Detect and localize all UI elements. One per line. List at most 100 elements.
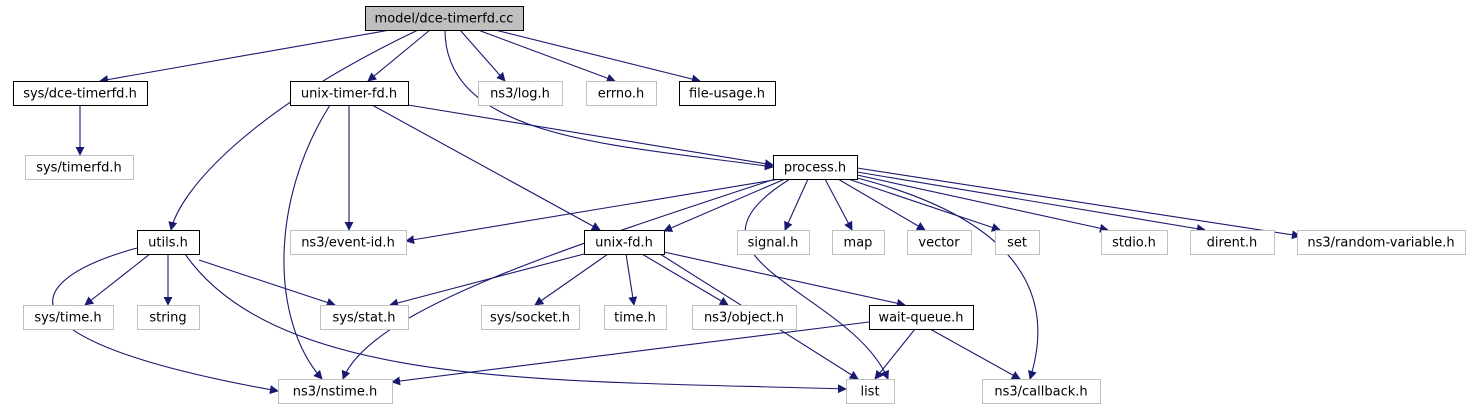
edge-root-to-unix-timer <box>367 29 431 82</box>
node-event-id: ns3/event-id.h <box>290 230 407 255</box>
node-nstime: ns3/nstime.h <box>278 379 393 404</box>
edge-unix-fd-to-sys-socket <box>534 253 609 306</box>
node-label: unix-timer-fd.h <box>301 87 397 102</box>
edge-unix-timer-to-process <box>407 104 774 169</box>
node-label: set <box>1007 236 1027 251</box>
node-errno: errno.h <box>586 81 657 106</box>
node-box <box>290 230 407 255</box>
edge-root-to-file-usage <box>494 29 701 84</box>
node-file-usage[interactable]: file-usage.h <box>679 81 776 106</box>
node-label: ns3/callback.h <box>994 385 1087 400</box>
node-label: sys/timerfd.h <box>36 161 122 176</box>
edge-root-to-utils <box>168 29 419 231</box>
node-signal: signal.h <box>737 230 810 255</box>
node-sys-time: sys/time.h <box>23 305 114 330</box>
edge-process-to-event-id <box>405 178 781 245</box>
node-unix-timer[interactable]: unix-timer-fd.h <box>290 81 409 106</box>
edge-process-to-map <box>824 178 853 231</box>
node-label: string <box>149 311 186 326</box>
edge-unix-timer-to-nstime <box>283 104 331 380</box>
node-string: string <box>137 305 200 330</box>
node-label: sys/stat.h <box>333 311 396 326</box>
node-box <box>1297 230 1466 255</box>
node-box <box>13 81 148 106</box>
node-label: vector <box>918 236 960 251</box>
edge-wait-queue-to-nstime <box>391 321 870 386</box>
edge-process-to-callback <box>856 177 1039 380</box>
node-callback: ns3/callback.h <box>982 379 1101 404</box>
node-label: errno.h <box>598 87 645 102</box>
node-unix-fd[interactable]: unix-fd.h <box>584 230 665 255</box>
edge-root-to-dce-timerfd <box>99 29 391 85</box>
node-timerfd: sys/timerfd.h <box>25 155 134 180</box>
edge-process-to-dirent <box>856 171 1206 234</box>
edge-process-to-stdio <box>856 174 1109 233</box>
node-box <box>869 305 974 330</box>
node-label: wait-queue.h <box>878 311 963 326</box>
edge-unix-timer-to-unix-fd <box>371 104 601 231</box>
edges-layer <box>52 29 1301 395</box>
edge-process-to-list <box>744 178 889 380</box>
node-box <box>481 305 580 330</box>
node-sys-stat: sys/stat.h <box>320 305 409 330</box>
node-random-var: ns3/random-variable.h <box>1297 230 1466 255</box>
node-box <box>278 379 393 404</box>
node-label: ns3/event-id.h <box>301 236 395 251</box>
node-box <box>137 230 200 255</box>
edge-unix-fd-to-sys-stat <box>389 253 585 308</box>
node-box <box>478 81 563 106</box>
node-box <box>692 305 797 330</box>
node-label: ns3/random-variable.h <box>1307 236 1454 251</box>
node-ns3-object: ns3/object.h <box>692 305 797 330</box>
node-label: map <box>844 236 873 251</box>
node-label: list <box>860 385 879 400</box>
node-label: stdio.h <box>1112 236 1156 251</box>
edge-root-to-errno <box>477 29 616 83</box>
node-vector: vector <box>907 230 972 255</box>
node-box <box>584 230 665 255</box>
edge-unix-fd-to-time <box>625 253 638 306</box>
node-box <box>737 230 810 255</box>
node-label: ns3/nstime.h <box>293 385 377 400</box>
node-box <box>1190 230 1275 255</box>
edge-unix-fd-to-wait-queue <box>663 251 906 308</box>
edge-process-to-nstime <box>341 178 776 380</box>
node-list: list <box>846 379 895 404</box>
edge-root-to-process <box>444 29 774 171</box>
edge-wait-queue-to-callback <box>929 328 1021 380</box>
node-set: set <box>995 230 1040 255</box>
node-label: dirent.h <box>1207 236 1258 251</box>
edge-process-to-random-var <box>856 167 1301 240</box>
edge-utils-to-sys-stat <box>198 259 336 307</box>
edge-process-to-set <box>847 178 1001 232</box>
node-dirent: dirent.h <box>1190 230 1275 255</box>
node-box <box>982 379 1101 404</box>
node-process[interactable]: process.h <box>773 155 858 180</box>
node-box <box>832 230 885 255</box>
node-box <box>365 6 524 31</box>
node-box <box>773 155 858 180</box>
node-box <box>23 305 114 330</box>
node-dce-timerfd[interactable]: sys/dce-timerfd.h <box>13 81 148 106</box>
node-root[interactable]: model/dce-timerfd.cc <box>365 6 524 31</box>
node-time: time.h <box>604 305 667 330</box>
node-utils[interactable]: utils.h <box>137 230 200 255</box>
node-box <box>137 305 200 330</box>
node-box <box>586 81 657 106</box>
edge-process-to-signal <box>784 178 809 231</box>
node-label: time.h <box>614 311 656 326</box>
edge-utils-to-list <box>184 253 847 394</box>
node-box <box>846 379 895 404</box>
node-label: signal.h <box>748 236 799 251</box>
edge-unix-fd-to-ns3-object <box>641 253 729 306</box>
node-label: sys/time.h <box>34 311 101 326</box>
node-wait-queue[interactable]: wait-queue.h <box>869 305 974 330</box>
node-box <box>290 81 409 106</box>
edge-wait-queue-to-list <box>874 328 916 380</box>
node-label: sys/dce-timerfd.h <box>23 87 137 102</box>
node-box <box>679 81 776 106</box>
node-label: model/dce-timerfd.cc <box>375 12 514 27</box>
node-box <box>907 230 972 255</box>
node-label: sys/socket.h <box>490 311 570 326</box>
